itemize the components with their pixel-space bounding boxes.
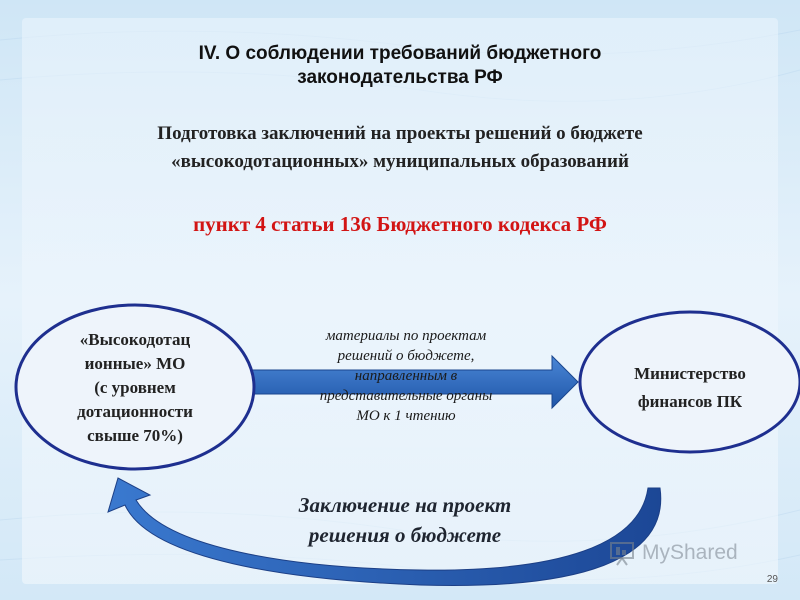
forward-arrow-line: МО к 1 чтению: [356, 408, 456, 424]
left-node-label: «Высокодотац ионные» МО (с уровнем дотац…: [40, 328, 230, 448]
legal-reference: пункт 4 статьи 136 Бюджетного кодекса РФ: [193, 212, 607, 236]
forward-arrow-line: направленным в: [354, 368, 458, 384]
left-node-line: свыше 70%): [87, 426, 183, 445]
slide-subtitle: Подготовка заключений на проекты решений…: [70, 120, 730, 176]
forward-arrow-line: материалы по проектам: [325, 328, 487, 344]
right-node-line: Министерство: [634, 364, 746, 383]
return-arrow-label: Заключение на проект решения о бюджете: [235, 490, 575, 550]
left-node-line: дотационности: [77, 402, 193, 421]
left-node-line: (с уровнем: [94, 378, 176, 397]
slide-title-line-2: законодательства РФ: [297, 67, 503, 88]
forward-arrow: [231, 354, 579, 410]
page-number: 29: [766, 574, 778, 585]
forward-arrow-line: представительные органы: [319, 388, 493, 404]
presentation-icon: [610, 542, 634, 566]
right-node-shape: [578, 310, 800, 454]
forward-arrow-line: решений о бюджете,: [337, 348, 475, 364]
return-arrow: [107, 477, 662, 586]
slide-title: IV. О соблюдении требований бюджетного з…: [120, 42, 680, 90]
right-node-label: Министерство финансов ПК: [600, 360, 780, 416]
slide-subtitle-line-1: Подготовка заключений на проекты решений…: [157, 123, 643, 144]
slide-title-line-1: IV. О соблюдении требований бюджетного: [198, 43, 602, 64]
right-node-line: финансов ПК: [637, 392, 743, 411]
left-node-line: ионные» МО: [84, 354, 186, 373]
watermark-brand: MyShared: [642, 541, 738, 564]
left-node-shape: [14, 303, 256, 471]
return-arrow-line: решения о бюджете: [308, 523, 502, 547]
slide-subtitle-line-2: «высокодотационных» муниципальных образо…: [171, 151, 629, 172]
forward-arrow-label: материалы по проектам решений о бюджете,…: [268, 326, 544, 426]
return-arrow-line: Заключение на проект: [298, 493, 512, 517]
left-node-line: «Высокодотац: [79, 330, 191, 349]
watermark: MyShared: [608, 536, 738, 570]
